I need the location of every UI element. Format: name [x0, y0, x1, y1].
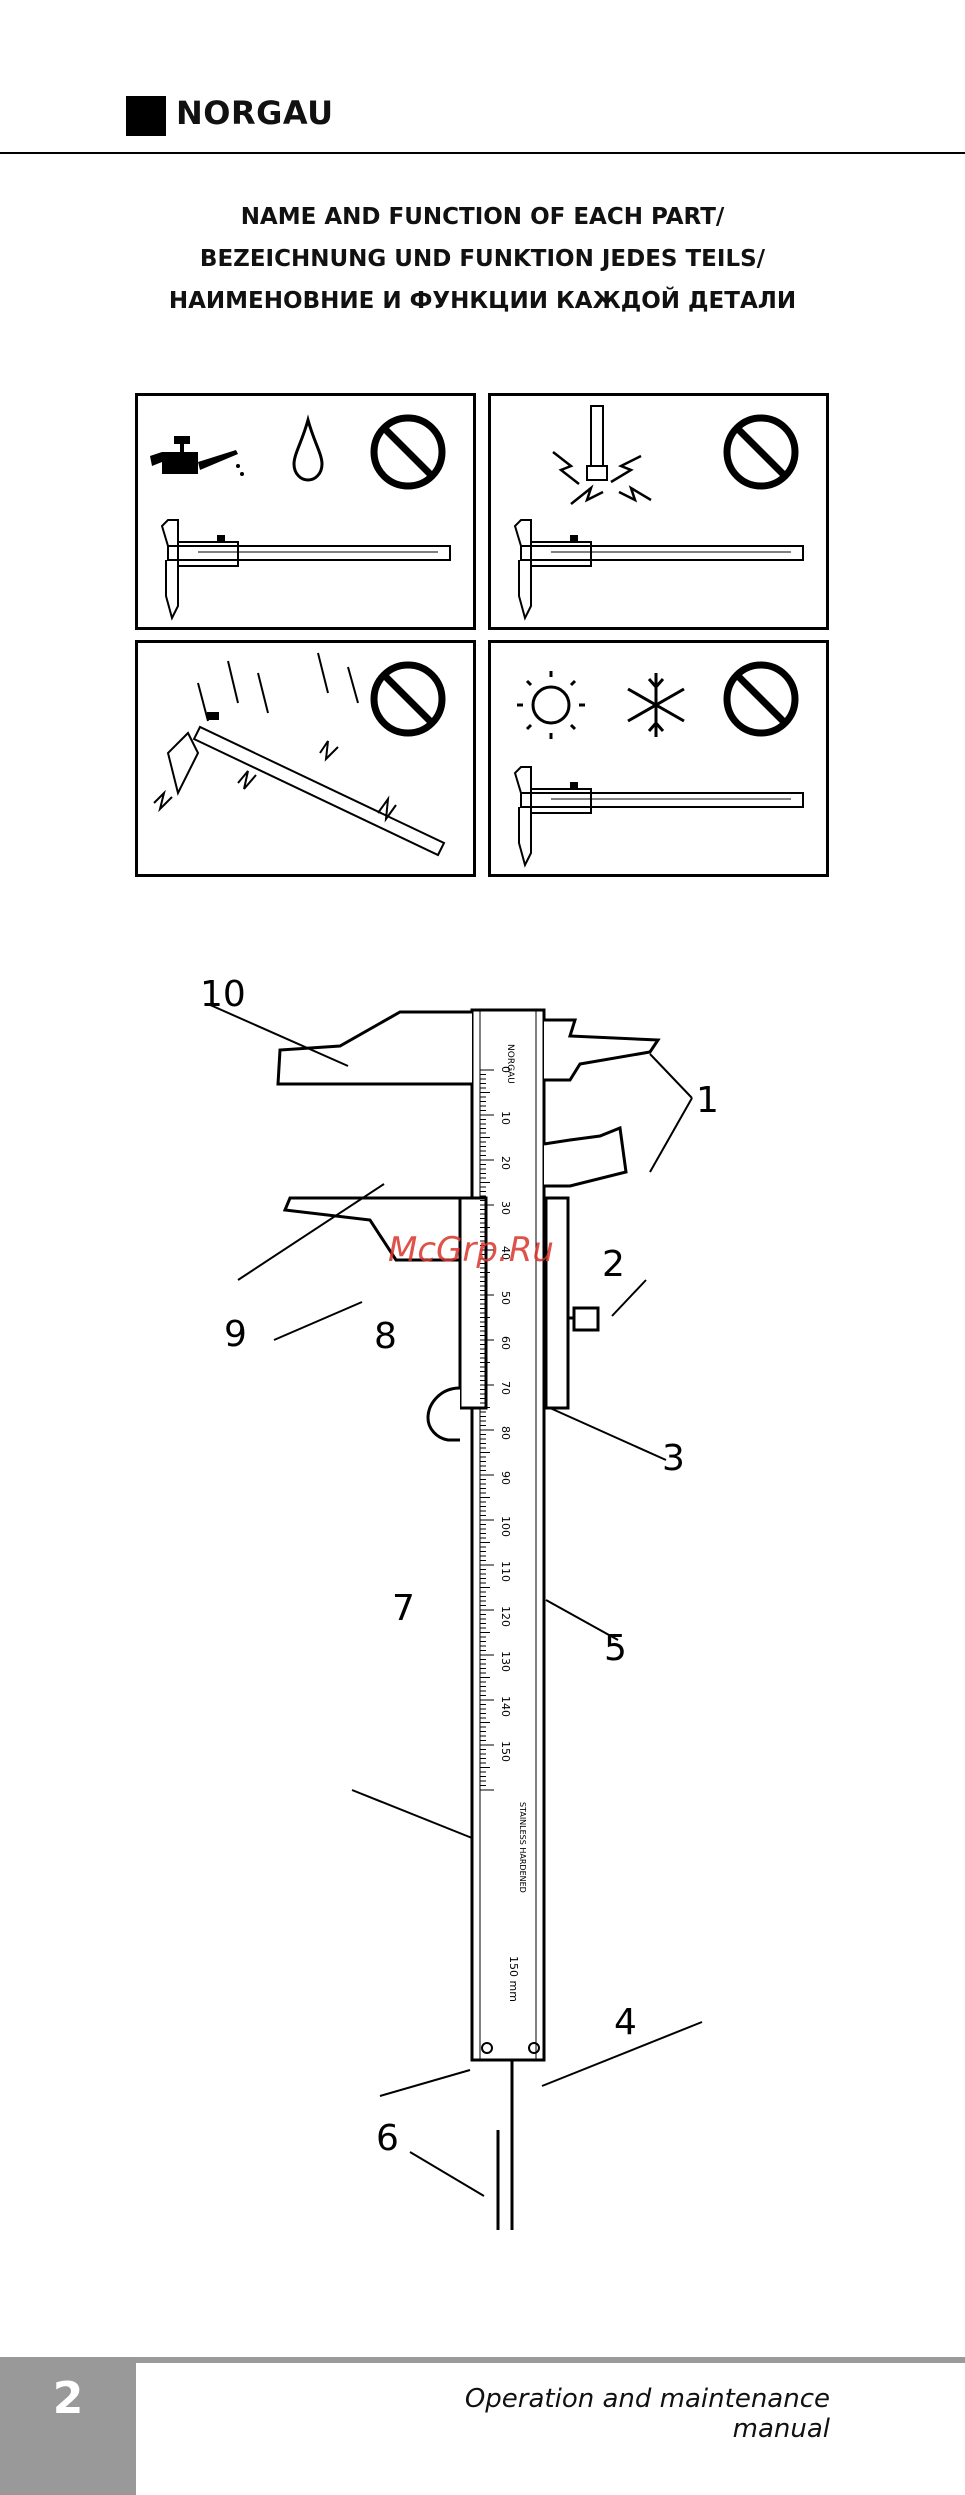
drop-icon [294, 420, 322, 480]
oil-can-icon [150, 436, 238, 474]
inside-jaw [544, 1020, 658, 1080]
beam-brand-text: NORGAU [505, 1044, 515, 1084]
callout-3: 3 [662, 1438, 685, 1479]
title-line-en: NAME AND FUNCTION OF EACH PART/ [0, 196, 965, 238]
scale-number: 70 [499, 1381, 512, 1395]
caliper-icon [515, 767, 803, 865]
thumb-roller-icon [428, 1388, 460, 1440]
brand-logo-icon [126, 96, 166, 136]
page-header: NORGAU [0, 0, 965, 154]
prohibited-icon [374, 665, 442, 733]
panel-no-oil-or-liquids [135, 393, 476, 630]
page-title: NAME AND FUNCTION OF EACH PART/ BEZEICHN… [0, 196, 965, 322]
callout-5: 5 [604, 1628, 627, 1669]
panel-no-extreme-temperature [488, 640, 829, 877]
callout-2: 2 [602, 1244, 625, 1285]
page-number: 2 [0, 2373, 136, 2424]
falling-caliper-icon [154, 653, 444, 855]
callout-1: 1 [696, 1080, 719, 1121]
footer-rule [0, 2357, 965, 2363]
scale-number: 110 [499, 1561, 512, 1582]
prohibited-icon [374, 418, 442, 486]
callout-6: 6 [376, 2118, 399, 2159]
scale-number: 140 [499, 1696, 512, 1717]
callout-7: 7 [392, 1588, 415, 1629]
unit-text: 150 mm [507, 1956, 520, 2002]
prohibited-icon [727, 418, 795, 486]
scale-number: 60 [499, 1336, 512, 1350]
scale-number: 50 [499, 1291, 512, 1305]
watermark-text: McGrp.Ru [388, 1230, 554, 1270]
callout-4: 4 [614, 2002, 637, 2043]
scale-number: 130 [499, 1651, 512, 1672]
panel-no-electric-discharge [488, 393, 829, 630]
scale-number: 150 [499, 1741, 512, 1762]
callout-10: 10 [200, 974, 246, 1015]
sun-icon [517, 671, 585, 739]
brand-name: NORGAU [176, 94, 334, 132]
locking-screw-icon [574, 1308, 598, 1330]
title-line-ru: НАИМЕНОВНИЕ И ФУНКЦИИ КАЖДОЙ ДЕТАЛИ [0, 280, 965, 322]
callout-9: 9 [224, 1314, 247, 1355]
prohibited-icon [727, 665, 795, 733]
scale-number: 20 [499, 1156, 512, 1170]
snowflake-icon [628, 673, 684, 737]
scale-number: 100 [499, 1516, 512, 1537]
steel-text: STAINLESS HARDENED [518, 1802, 527, 1893]
callout-8: 8 [374, 1316, 397, 1357]
scale-number: 80 [499, 1426, 512, 1440]
header-divider [0, 152, 965, 154]
depth-rod [498, 2060, 512, 2230]
scale-number: 120 [499, 1606, 512, 1627]
scale-number: 90 [499, 1471, 512, 1485]
scale-number: 30 [499, 1201, 512, 1215]
caliper-icon [515, 520, 803, 618]
footer-manual-title: Operation and maintenance manual [410, 2384, 830, 2444]
caliper-icon [162, 520, 450, 618]
title-line-de: BEZEICHNUNG UND FUNKTION JEDES TEILS/ [0, 238, 965, 280]
panel-no-dropping [135, 640, 476, 877]
scale-number: 10 [499, 1111, 512, 1125]
